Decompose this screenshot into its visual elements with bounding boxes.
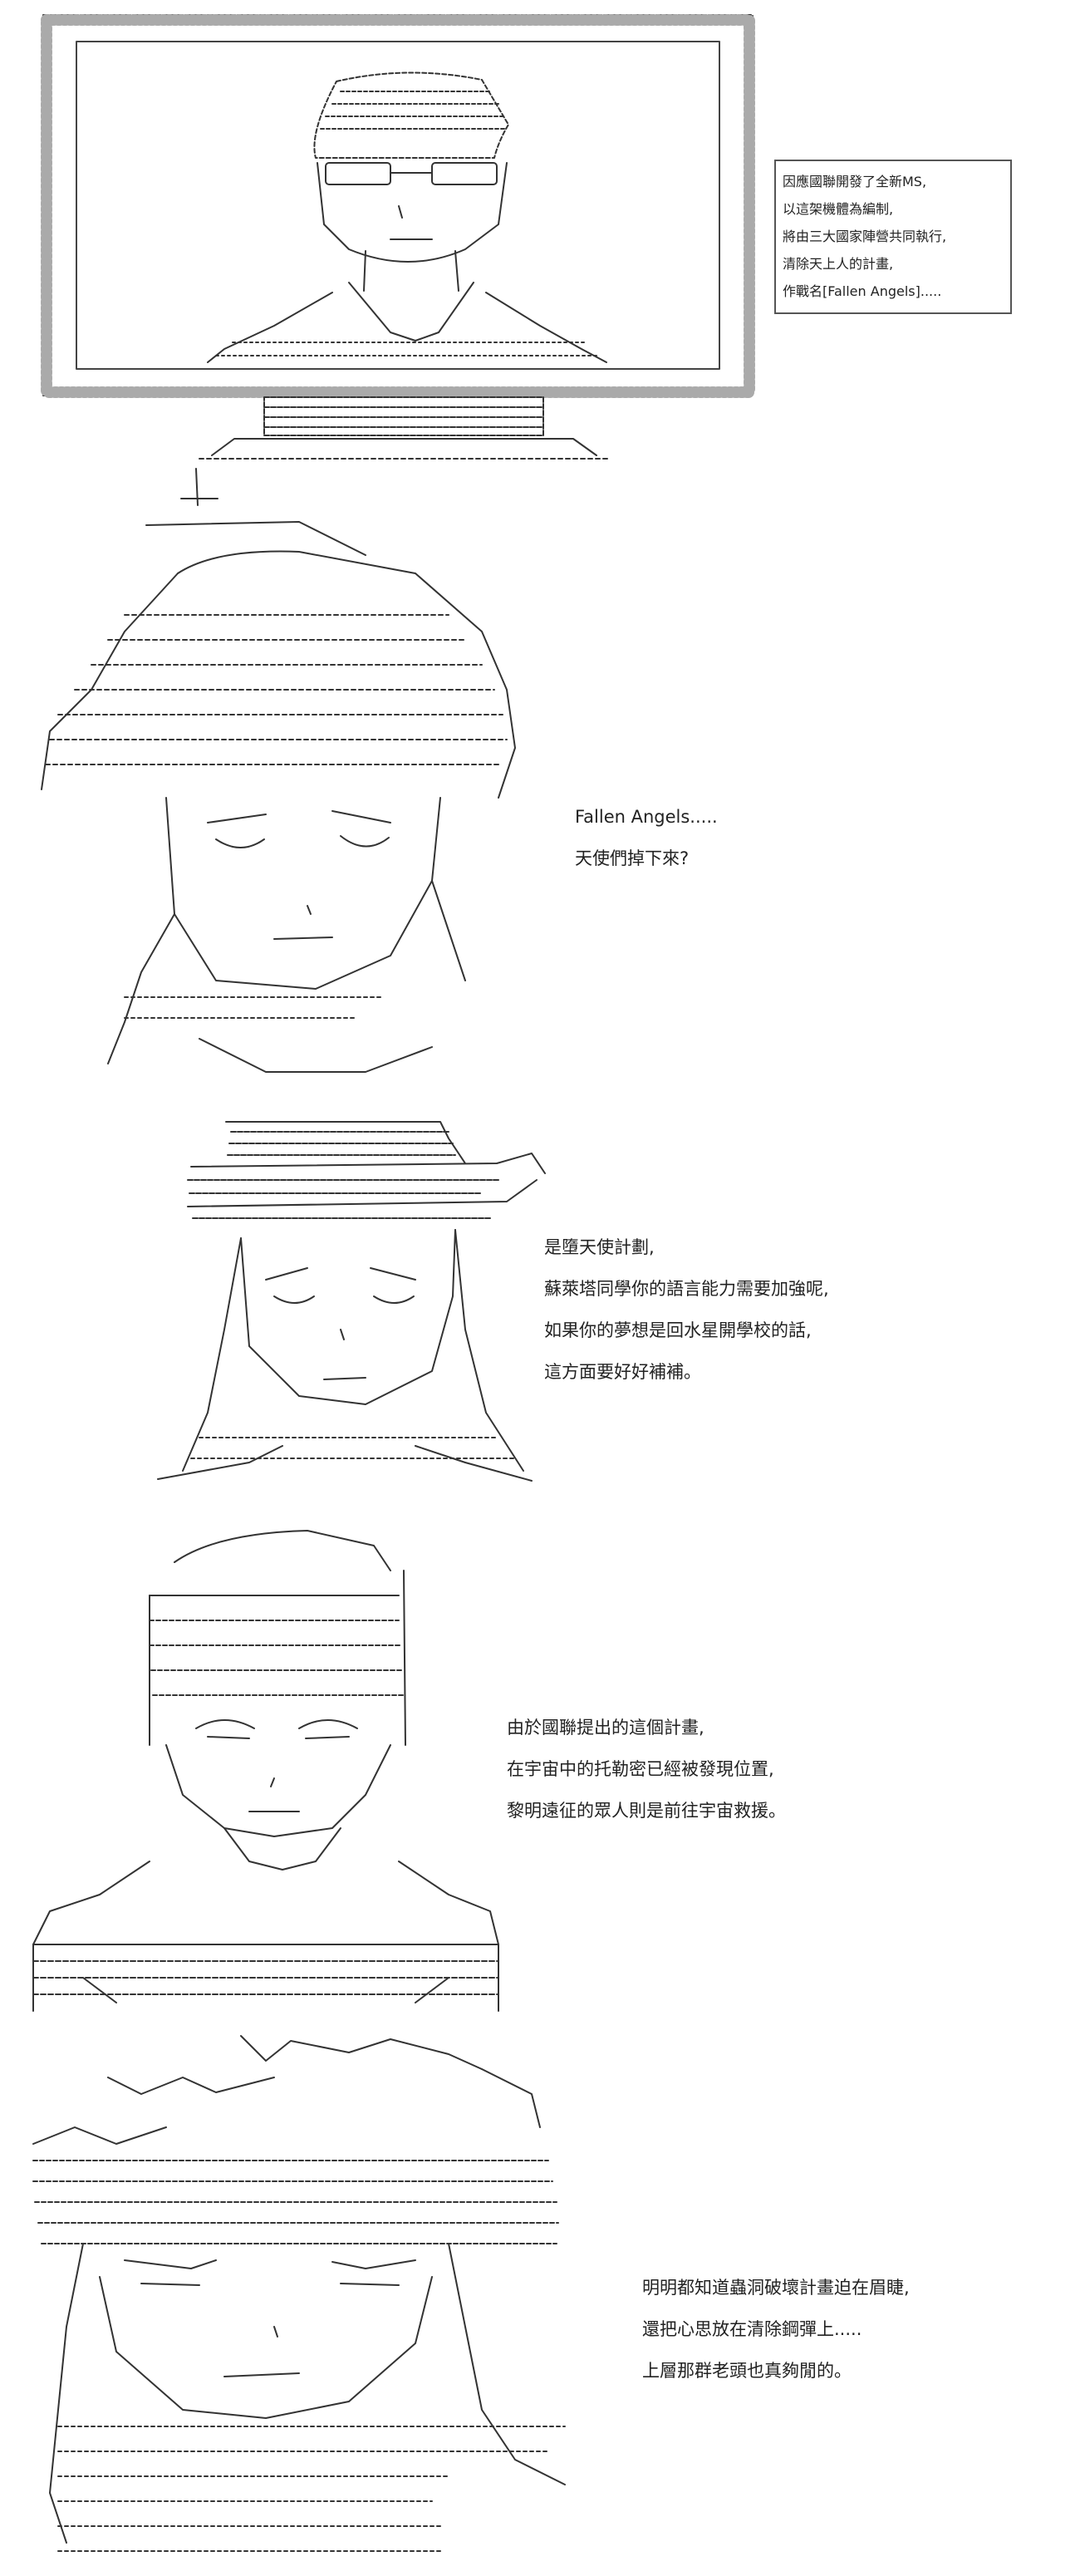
dialogue-line: Fallen Angels..... xyxy=(575,807,718,827)
spiky-character-art xyxy=(32,2035,566,2552)
spiky-dialogue: 明明都知道蟲洞破壞計畫迫在眉睫, 還把心思放在清除鋼彈上..... 上層那群老頭… xyxy=(642,2267,910,2392)
dialogue-line: 黎明遠征的眾人則是前往宇宙救援。 xyxy=(507,1801,786,1821)
info-line: 因應國聯開發了全新MS, xyxy=(783,174,927,189)
dialogue-line: 在宇宙中的托勒密已經被發現位置, xyxy=(507,1759,774,1779)
dialogue-line: 如果你的夢想是回水星開學校的話, xyxy=(544,1320,812,1340)
info-line: 將由三大國家陣營共同執行, xyxy=(783,229,947,244)
info-line: 以這架機體為編制, xyxy=(783,201,894,217)
info-line: 清除天上人的計畫, xyxy=(783,256,894,272)
lady-dialogue: 是墮天使計劃, 蘇萊塔同學你的語言能力需要加強呢, 如果你的夢想是回水星開學校的… xyxy=(544,1227,829,1393)
dialogue-line: 蘇萊塔同學你的語言能力需要加強呢, xyxy=(544,1279,829,1299)
dialogue-line: 天使們掉下來? xyxy=(575,848,690,868)
dialogue-line: 是墮天使計劃, xyxy=(544,1237,655,1257)
lady-character-art xyxy=(157,1121,546,1482)
dialogue-line: 還把心思放在清除鋼彈上..... xyxy=(642,2319,862,2339)
info-line: 作戰名[Fallen Angels]..... xyxy=(783,283,942,299)
dialogue-line: 明明都知道蟲洞破壞計畫迫在眉睫, xyxy=(642,2278,910,2298)
girl-dialogue: Fallen Angels..... 天使們掉下來? xyxy=(575,796,718,879)
plan-info-box: 因應國聯開發了全新MS, 以這架機體為編制, 將由三大國家陣營共同執行, 清除天… xyxy=(774,160,1012,314)
dialogue-line: 上層那群老頭也真夠閒的。 xyxy=(642,2361,852,2381)
dialogue-line: 由於國聯提出的這個計畫, xyxy=(507,1718,704,1738)
tv-monitor-art xyxy=(41,14,755,460)
boy-character-art xyxy=(32,1530,499,2012)
tv-announcer-art xyxy=(207,71,607,363)
dialogue-line: 這方面要好好補補。 xyxy=(544,1362,701,1382)
girl-character-art xyxy=(41,468,516,1073)
boy-dialogue: 由於國聯提出的這個計畫, 在宇宙中的托勒密已經被發現位置, 黎明遠征的眾人則是前… xyxy=(507,1707,786,1831)
